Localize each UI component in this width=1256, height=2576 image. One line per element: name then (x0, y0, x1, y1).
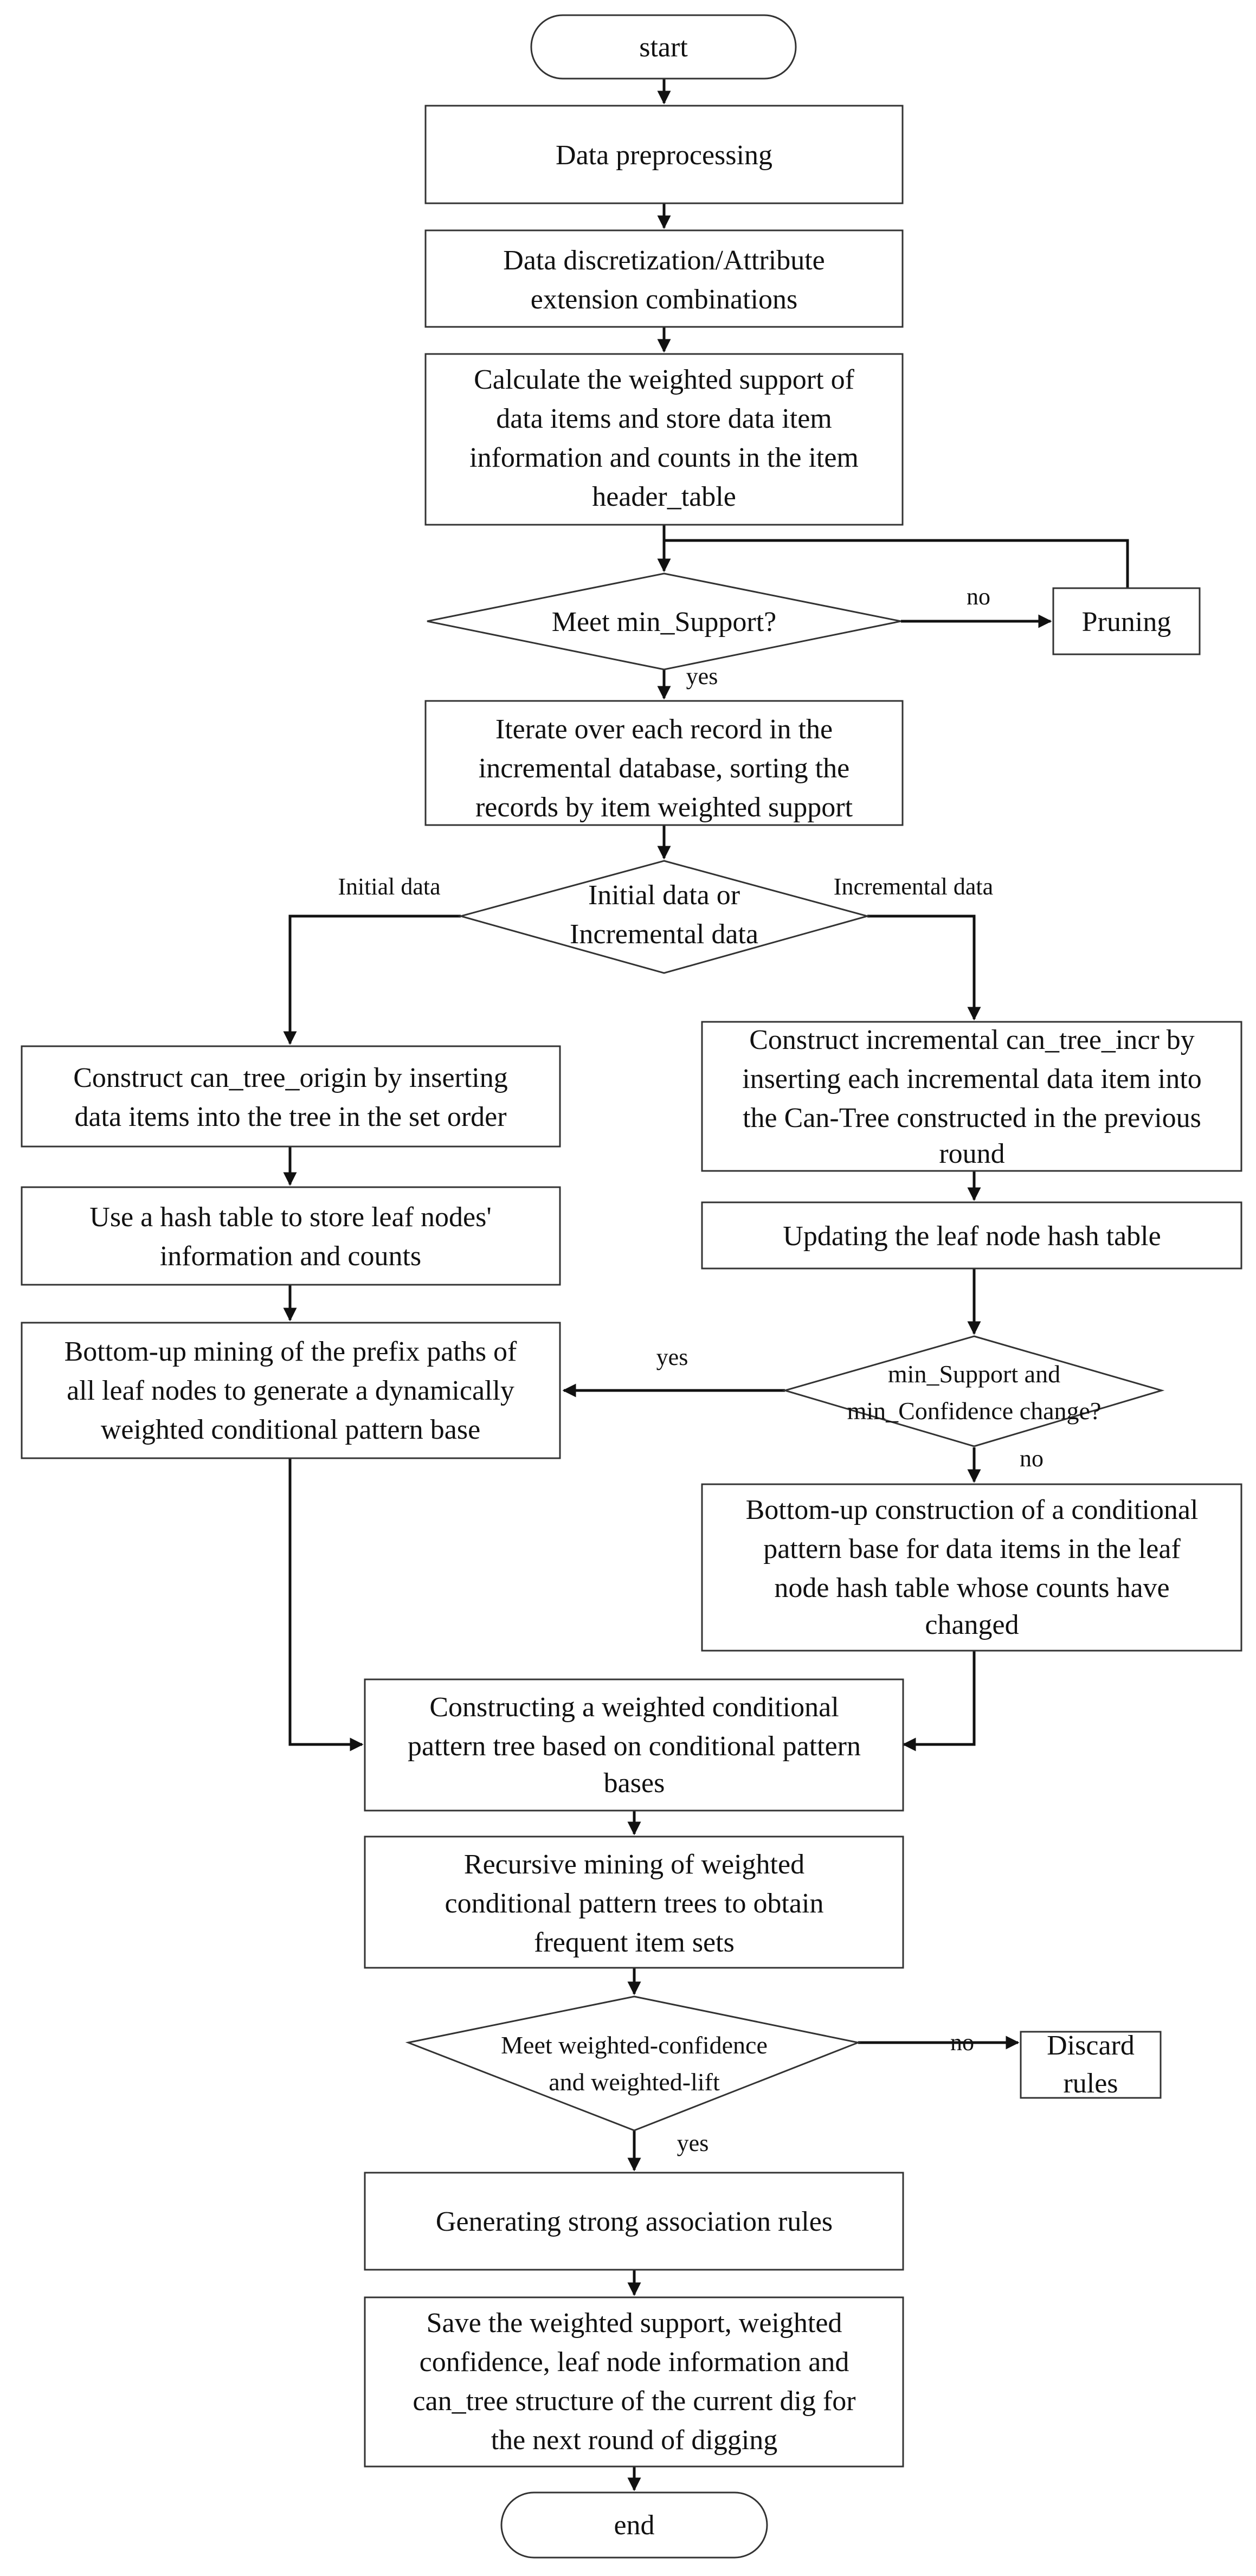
calc-line-3: information and counts in the item (469, 442, 859, 473)
decision-min-support: Meet min_Support? (427, 572, 901, 671)
bottomup-line-2: pattern base for data items in the leaf (763, 1534, 1181, 1564)
hash-line-1: Use a hash table to store leaf nodes' (89, 1202, 491, 1233)
end-label: end (614, 2510, 654, 2541)
mining-line-3: weighted conditional pattern base (101, 1414, 480, 1445)
node-construct-pattern-tree: Constructing a weighted conditional patt… (364, 1678, 904, 1812)
pruning-label: Pruning (1082, 607, 1171, 637)
node-end: end (500, 2491, 768, 2559)
iterate-line-2: incremental database, sorting the (479, 753, 849, 784)
recursive-line-1: Recursive mining of weighted (464, 1849, 804, 1880)
label-support-no: no (967, 583, 990, 610)
node-update-hash: Updating the leaf node hash table (701, 1201, 1242, 1270)
node-generate-rules: Generating strong association rules (364, 2172, 904, 2271)
label-change-no: no (1020, 1445, 1044, 1472)
decision-initial-or-incremental: Initial data or Incremental data (458, 860, 871, 974)
discretize-line-2: extension combinations (531, 284, 797, 315)
node-hash-table: Use a hash table to store leaf nodes' in… (21, 1186, 561, 1286)
change-line-1: min_Support and (888, 1360, 1060, 1388)
node-bottom-up-mining: Bottom-up mining of the prefix paths of … (21, 1322, 561, 1459)
generate-label: Generating strong association rules (436, 2206, 833, 2237)
recursive-line-2: conditional pattern trees to obtain (445, 1888, 824, 1919)
incr-line-1: Construct incremental can_tree_incr by (749, 1025, 1195, 1055)
connectors (283, 79, 1129, 2491)
calc-line-2: data items and store data item (496, 403, 832, 434)
conf-line-1: Meet weighted-confidence (501, 2031, 768, 2059)
label-support-yes: yes (686, 663, 718, 690)
incr-line-3: the Can-Tree constructed in the previous (743, 1103, 1201, 1134)
hash-line-2: information and counts (160, 1241, 421, 1272)
conf-line-2: and weighted-lift (549, 2068, 720, 2096)
node-discard-rules: Discard rules (1020, 2030, 1162, 2099)
change-line-2: min_Confidence change? (847, 1397, 1102, 1425)
tree-line-3: bases (604, 1768, 665, 1799)
save-line-3: can_tree structure of the current dig fo… (413, 2386, 855, 2417)
preprocess-label: Data preprocessing (556, 140, 772, 171)
label-change-yes: yes (656, 1344, 688, 1370)
arrow-mining-tree (288, 1458, 364, 1751)
decision-confidence-lift: Meet weighted-confidence and weighted-li… (405, 1995, 861, 2131)
decision-threshold-change: min_Support and min_Confidence change? (782, 1335, 1165, 1447)
start-label: start (639, 32, 688, 63)
node-bottom-up-construction: Bottom-up construction of a conditional … (701, 1483, 1242, 1652)
arrow-bottomup-tree (902, 1651, 976, 1751)
initial-or-incr-line-1: Initial data or (588, 880, 740, 911)
bottomup-line-1: Bottom-up construction of a conditional (746, 1495, 1199, 1525)
node-calc: Calculate the weighted support of data i… (424, 353, 904, 526)
discard-line-1: Discard (1047, 2030, 1135, 2061)
label-conf-no: no (950, 2029, 974, 2056)
arrow-initial-branch (283, 915, 461, 1045)
min-support-label: Meet min_Support? (552, 607, 777, 637)
save-line-1: Save the weighted support, weighted (427, 2308, 842, 2339)
loop-pruning-back (664, 539, 1129, 588)
node-discretize: Data discretization/Attribute extension … (424, 229, 904, 328)
label-incremental-data: Incremental data (834, 873, 993, 900)
iterate-line-1: Iterate over each record in the (495, 714, 833, 745)
edge-labels: no yes Initial data Incremental data yes… (338, 583, 1044, 2156)
update-hash-label: Updating the leaf node hash table (783, 1221, 1161, 1252)
iterate-line-3: records by item weighted support (475, 792, 853, 823)
origin-line-1: Construct can_tree_origin by inserting (73, 1062, 507, 1093)
mining-line-1: Bottom-up mining of the prefix paths of (65, 1336, 517, 1367)
save-line-2: confidence, leaf node information and (420, 2347, 849, 2378)
node-save-state: Save the weighted support, weighted conf… (364, 2296, 904, 2468)
discretize-line-1: Data discretization/Attribute (503, 245, 825, 276)
node-start: start (530, 14, 797, 80)
incr-line-2: inserting each incremental data item int… (742, 1064, 1202, 1094)
discard-line-2: rules (1063, 2068, 1118, 2099)
recursive-line-3: frequent item sets (534, 1927, 735, 1958)
node-preprocess: Data preprocessing (424, 105, 904, 204)
tree-line-1: Constructing a weighted conditional (429, 1692, 839, 1723)
node-construct-incremental: Construct incremental can_tree_incr by i… (701, 1021, 1242, 1172)
incr-line-4: round (939, 1138, 1004, 1169)
node-iterate: Iterate over each record in the incremen… (424, 700, 904, 826)
tree-line-2: pattern tree based on conditional patter… (408, 1731, 861, 1762)
label-conf-yes: yes (677, 2130, 709, 2156)
origin-line-2: data items into the tree in the set orde… (74, 1102, 506, 1132)
bottomup-line-3: node hash table whose counts have (774, 1573, 1169, 1603)
initial-or-incr-line-2: Incremental data (570, 919, 758, 950)
label-initial-data: Initial data (338, 873, 440, 900)
calc-line-4: header_table (592, 481, 736, 512)
node-construct-origin: Construct can_tree_origin by inserting d… (21, 1045, 561, 1148)
bottomup-line-4: changed (925, 1609, 1019, 1640)
node-recursive-mining: Recursive mining of weighted conditional… (364, 1836, 904, 1969)
arrow-incremental-branch (867, 915, 981, 1021)
save-line-4: the next round of digging (491, 2425, 778, 2456)
calc-line-1: Calculate the weighted support of (474, 364, 854, 395)
mining-line-2: all leaf nodes to generate a dynamically (67, 1375, 514, 1406)
node-pruning: Pruning (1052, 587, 1201, 655)
